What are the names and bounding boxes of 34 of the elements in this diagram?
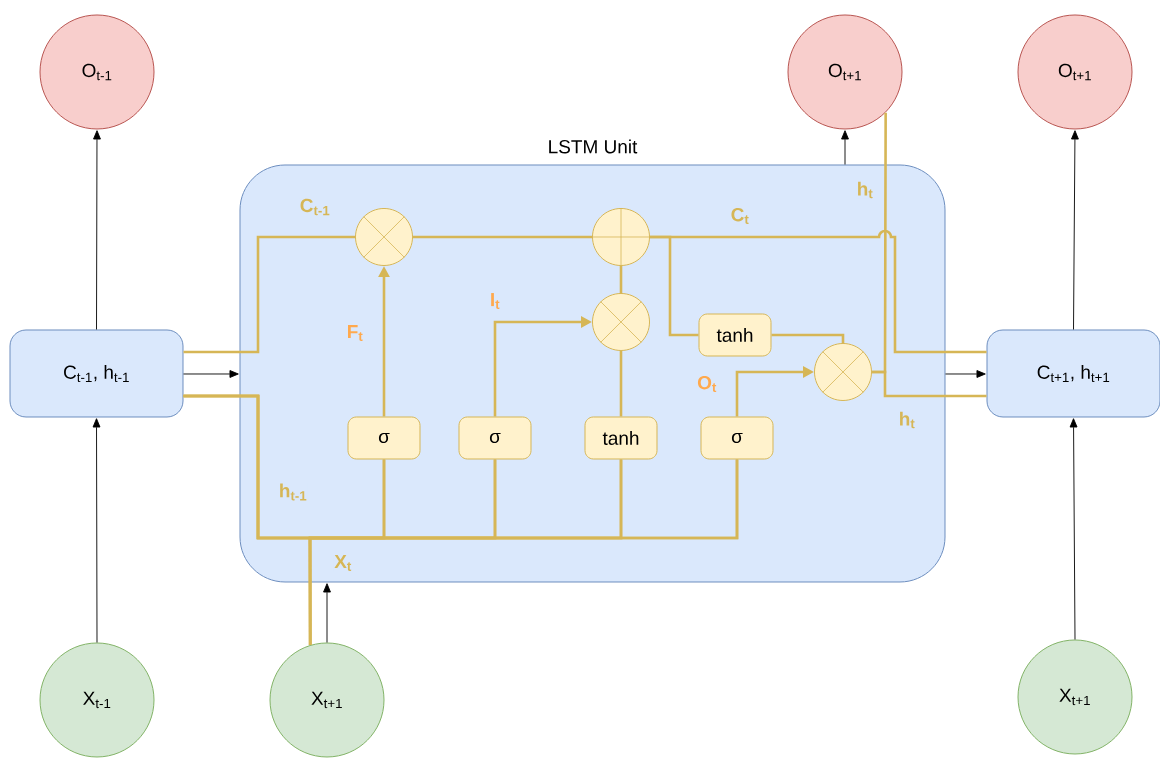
edge-label: C$_{t}$ xyxy=(730,207,750,225)
state-box: C$_{t+1}$, h$_{t+1}$ xyxy=(986,329,1160,418)
connector-line xyxy=(183,235,355,354)
arrow xyxy=(323,583,331,643)
gate-box: tanh xyxy=(584,416,658,460)
edge-label: I$_{t}$ xyxy=(489,292,501,310)
gate-box: tanh xyxy=(698,313,772,357)
multiply-circle xyxy=(355,208,413,266)
arrow xyxy=(841,130,849,165)
edge-label: h$_{t}$ xyxy=(856,181,874,199)
connector-line xyxy=(308,459,739,645)
connector-line xyxy=(771,333,845,343)
edge-label: C$_{t-1}$ xyxy=(299,198,331,216)
connector-line xyxy=(650,229,987,354)
arrow xyxy=(92,418,101,643)
connector-line xyxy=(872,112,887,374)
arrow xyxy=(183,370,239,378)
gate-box: σ xyxy=(458,416,532,460)
gate-box: σ xyxy=(700,416,774,460)
edge-label: h$_{t}$ xyxy=(898,411,916,429)
gate-box: σ xyxy=(347,416,421,460)
arrow xyxy=(93,130,101,330)
connector-line xyxy=(413,235,592,239)
edge-label: O$_{t}$ xyxy=(696,375,718,393)
arrow xyxy=(945,370,986,378)
arrow xyxy=(1071,130,1079,330)
multiply-circle xyxy=(814,343,872,401)
connector-line xyxy=(619,266,623,293)
node-label: LSTM Unit xyxy=(549,139,638,154)
arrow xyxy=(1069,418,1078,640)
multiply-circle xyxy=(592,293,650,351)
state-box: C$_{t-1}$, h$_{t-1}$ xyxy=(9,329,184,418)
add-circle xyxy=(591,207,651,267)
connector-line xyxy=(619,351,623,417)
